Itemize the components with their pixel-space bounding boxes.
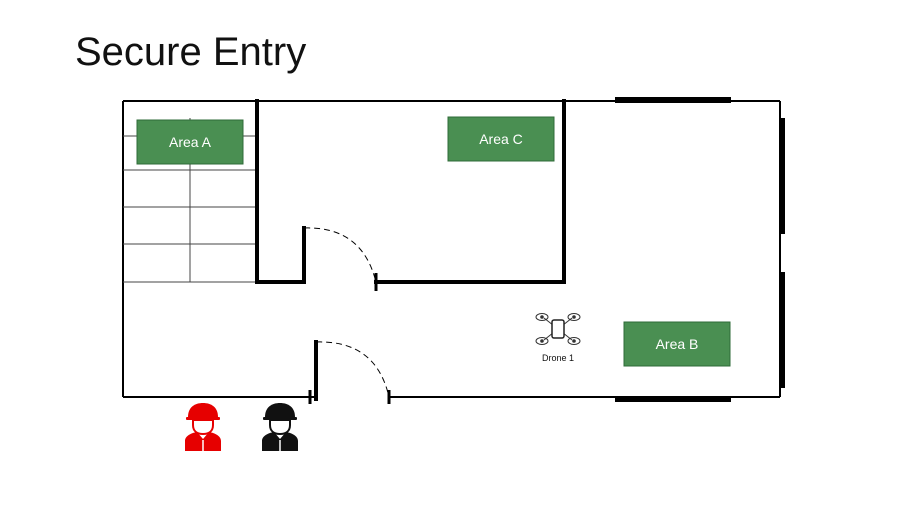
area-a-label: Area A bbox=[169, 134, 212, 150]
drone-label: Drone 1 bbox=[542, 353, 574, 363]
drone-icon bbox=[535, 313, 581, 345]
area-b-label: Area B bbox=[656, 336, 699, 352]
soldier-icon bbox=[262, 403, 298, 451]
soldier-icon bbox=[185, 403, 221, 451]
page-title: Secure Entry bbox=[75, 30, 307, 74]
area-b[interactable]: Area B bbox=[623, 321, 731, 367]
area-a[interactable]: Area A bbox=[136, 119, 244, 165]
windows bbox=[615, 97, 785, 402]
door-swings bbox=[303, 227, 390, 398]
door-swing-upper bbox=[303, 227, 377, 283]
window-bottom bbox=[615, 396, 731, 402]
door-caps bbox=[308, 273, 391, 404]
soldier-red[interactable] bbox=[185, 403, 221, 451]
area-c-label: Area C bbox=[479, 131, 523, 147]
window-top bbox=[615, 97, 731, 103]
window-right-lower bbox=[779, 272, 785, 388]
interior-walls bbox=[255, 99, 566, 401]
soldier-black[interactable] bbox=[262, 403, 298, 451]
drone[interactable]: Drone 1 bbox=[535, 313, 581, 364]
window-right-upper bbox=[779, 118, 785, 234]
area-c[interactable]: Area C bbox=[447, 116, 555, 162]
door-swing-lower bbox=[315, 341, 390, 398]
